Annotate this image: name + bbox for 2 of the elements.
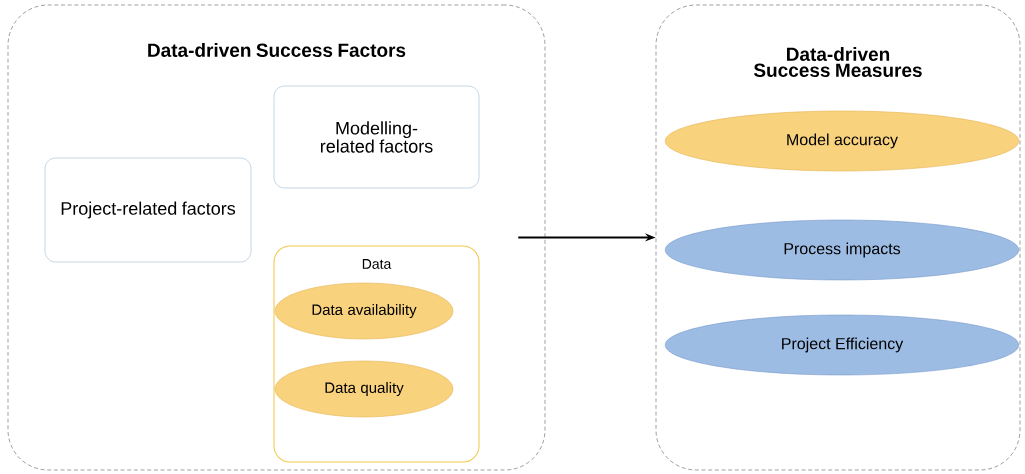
factor-box: Project-related factors xyxy=(44,157,252,263)
factor-box: Modelling-related factors xyxy=(273,85,480,189)
